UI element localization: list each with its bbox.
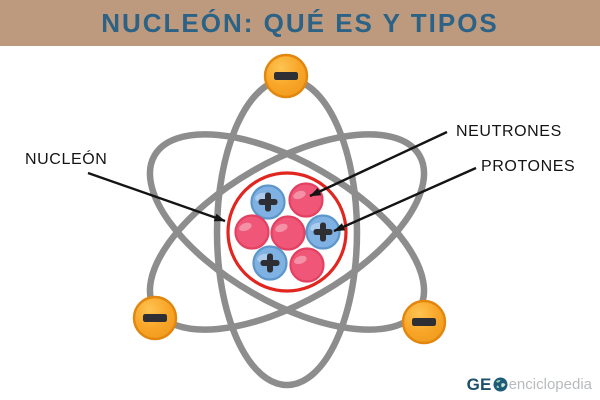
arrow-nucleon: [87, 171, 226, 223]
electron: [132, 295, 178, 341]
electron: [263, 53, 309, 99]
neutron: [270, 215, 306, 251]
neutron: [234, 214, 270, 250]
arrow-neutrons: [309, 130, 448, 198]
plus-sign: [265, 192, 271, 212]
label-arrows: [87, 130, 477, 233]
minus-sign: [143, 314, 167, 322]
neutron: [289, 247, 325, 283]
plus-sign: [320, 222, 326, 242]
highlight: [293, 190, 306, 200]
minus-sign: [412, 318, 436, 326]
label-nucleon: NUCLEÓN: [25, 151, 108, 168]
electrons-group: [132, 53, 447, 345]
proton: [305, 214, 341, 250]
arrow-protons: [333, 166, 477, 233]
proton: [252, 245, 288, 281]
logo-text-bold: GE: [466, 375, 492, 394]
plus-sign: [267, 253, 273, 273]
header-bar: NUCLEÓN: QUÉ ES Y TIPOS: [0, 0, 600, 46]
proton: [250, 184, 286, 220]
electron: [401, 299, 447, 345]
logo-text-light: enciclopedia: [508, 376, 592, 393]
globe-icon: [493, 377, 508, 392]
geoenciclopedia-logo: GE enciclopedia: [467, 376, 592, 393]
minus-sign: [274, 72, 298, 80]
label-protons: PROTONES: [481, 158, 576, 175]
neutron: [288, 182, 324, 218]
label-neutrons: NEUTRONES: [456, 123, 562, 140]
page-title: NUCLEÓN: QUÉ ES Y TIPOS: [101, 7, 499, 38]
nucleus-particles-group: [234, 182, 341, 283]
highlight: [275, 223, 288, 233]
highlight: [239, 222, 252, 232]
highlight: [294, 255, 307, 265]
